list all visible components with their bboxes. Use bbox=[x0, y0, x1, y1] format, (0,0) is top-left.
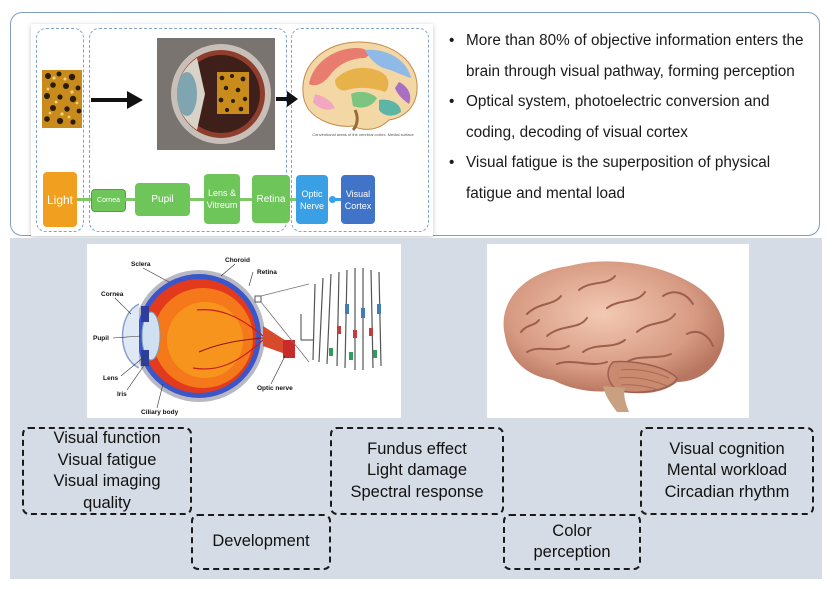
flow-link bbox=[124, 198, 136, 201]
topic-line: perception bbox=[533, 543, 611, 561]
flow-link bbox=[77, 198, 93, 201]
iris-label: Iris bbox=[117, 391, 127, 398]
development-box: Development bbox=[191, 514, 331, 570]
flow-cornea: Cornea bbox=[91, 189, 126, 212]
eye-cross-section-image bbox=[157, 38, 275, 150]
topic-line: Light damage bbox=[367, 461, 467, 480]
cognition-box: Visual cognition Mental workload Circadi… bbox=[640, 427, 814, 515]
flow-link bbox=[190, 198, 204, 201]
flow-pupil: Pupil bbox=[135, 183, 190, 216]
flow-link bbox=[290, 198, 296, 201]
key-points-list: More than 80% of objective information e… bbox=[449, 26, 819, 209]
topic-line: Mental workload bbox=[666, 461, 788, 480]
topic-line: Visual function bbox=[53, 429, 161, 447]
optic-nerve-label: Optic nerve bbox=[257, 385, 293, 392]
color-perception-box: Color perception bbox=[503, 514, 641, 570]
flow-optic-nerve: Optic Nerve bbox=[296, 175, 328, 224]
right-arrow-icon bbox=[91, 91, 143, 109]
flow-link bbox=[335, 198, 341, 201]
fundus-box: Fundus effect Light damage Spectral resp… bbox=[330, 427, 504, 515]
flow-light: Light bbox=[43, 172, 77, 227]
flow-lens-vitreum: Lens & Vitreum bbox=[204, 174, 240, 224]
brain-caption: Conventional areas of the cerebral corte… bbox=[312, 132, 414, 137]
eye-anatomy-diagram: Sclera Choroid Retina Cornea Pupil Lens … bbox=[87, 244, 401, 418]
flow-visual-cortex: Visual Cortex bbox=[341, 175, 375, 224]
eye-column-frame bbox=[89, 28, 287, 232]
retina-label: Retina bbox=[257, 269, 277, 276]
light-column-frame bbox=[36, 28, 84, 232]
pupil-label: Pupil bbox=[93, 335, 109, 342]
flow-link bbox=[240, 198, 252, 201]
topic-line: Fundus effect bbox=[367, 439, 467, 458]
sclera-label: Sclera bbox=[131, 261, 151, 268]
ciliary-body-label: Ciliary body bbox=[141, 409, 179, 416]
brain-image bbox=[487, 244, 749, 418]
topic-line: quality bbox=[83, 493, 131, 512]
lens-label: Lens bbox=[103, 375, 119, 382]
topic-line: Visual fatigue bbox=[57, 450, 157, 469]
brain-column-frame bbox=[291, 28, 429, 232]
topic-line: Color bbox=[552, 521, 592, 540]
cornea-label: Cornea bbox=[101, 291, 124, 298]
visual-pathway-figure: Conventional areas of the cerebral corte… bbox=[31, 24, 433, 236]
topic-line: Visual cognition bbox=[669, 439, 785, 458]
topic-line: Visual imaging bbox=[53, 472, 161, 490]
topic-line: Circadian rhythm bbox=[664, 482, 790, 501]
key-point: More than 80% of objective information e… bbox=[449, 26, 819, 87]
flow-retina: Retina bbox=[252, 175, 290, 223]
flow-dot bbox=[329, 196, 336, 203]
topic-line: Development bbox=[212, 532, 310, 551]
choroid-label: Choroid bbox=[225, 257, 250, 264]
arrow-to-brain-icon bbox=[276, 91, 298, 107]
topic-line: Spectral response bbox=[350, 482, 484, 501]
light-texture-image bbox=[42, 70, 82, 128]
key-point: Visual fatigue is the superposition of p… bbox=[449, 148, 819, 209]
key-point: Optical system, photoelectric conversion… bbox=[449, 87, 819, 148]
medial-brain-image: Conventional areas of the cerebral corte… bbox=[295, 34, 425, 138]
visual-function-box: Visual function Visual fatigue Visual im… bbox=[22, 427, 192, 515]
